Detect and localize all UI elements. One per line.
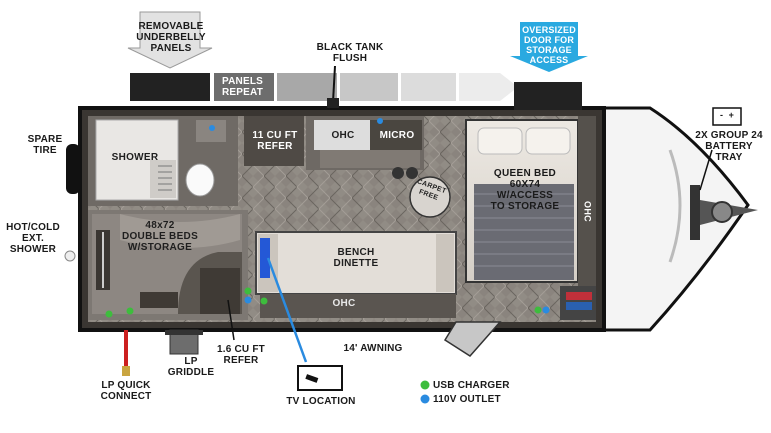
spare-tire-icon: [66, 144, 80, 194]
bench-dinette-label: BENCH DINETTE: [333, 247, 379, 269]
hot-cold-shower-label: HOT/COLD EXT. SHOWER: [6, 222, 60, 255]
carpet-free-badge: [409, 176, 451, 218]
legend-110v-label: 110V OUTLET: [433, 394, 501, 405]
micro-label: MICRO: [379, 130, 415, 141]
panels-repeat-label: PANELS REPEAT: [222, 76, 264, 98]
ohc-upper-label: OHC: [331, 130, 355, 141]
battery-tray-label: 2X GROUP 24 BATTERY TRAY: [695, 130, 763, 163]
dinette: [255, 231, 457, 318]
kitchen: [244, 116, 424, 179]
shower-label: SHOWER: [111, 152, 159, 163]
queen-bed-label: QUEEN BED 60X74 W/ACCESS TO STORAGE: [490, 168, 560, 212]
spare-tire-label: SPARE TIRE: [27, 134, 63, 156]
double-beds-label: 48x72 DOUBLE BEDS W/STORAGE: [121, 220, 199, 253]
lp-quick-connect-label: LP QUICK CONNECT: [100, 380, 152, 402]
refer-small-label: 1.6 CU FT REFER: [217, 344, 265, 366]
bathroom: [88, 116, 238, 206]
legend-usb-dot: [420, 380, 430, 390]
battery-icon: [712, 107, 742, 126]
ohc-lower-label: OHC: [332, 298, 356, 309]
ohc-side-label: OHC: [582, 201, 593, 222]
black-tank-label: BLACK TANK FLUSH: [316, 42, 384, 64]
refer-large-label: 11 CU FT REFER: [252, 130, 298, 152]
panels-repeat-bar: [130, 73, 518, 101]
rear-bunks: [88, 210, 248, 320]
tv-location-label: TV LOCATION: [286, 396, 356, 407]
outlet-markers: [105, 287, 550, 318]
entry-door: [443, 321, 502, 357]
ext-shower-icon: [64, 250, 76, 262]
battery-symbol: - +: [719, 110, 735, 120]
bedroom: [465, 82, 596, 320]
tv-icon: [297, 365, 343, 391]
awning-label: 14' AWNING: [343, 343, 403, 354]
legend-110v-dot: [420, 394, 430, 404]
front-cap: [600, 106, 758, 332]
lp-griddle-label: LP GRIDDLE: [167, 356, 215, 378]
oversized-door-label: OVERSIZED DOOR FOR STORAGE ACCESS: [522, 25, 576, 65]
removable-panels-label: REMOVABLE UNDERBELLY PANELS: [136, 21, 206, 54]
door-callout-arrow: [510, 22, 588, 72]
legend-usb-label: USB CHARGER: [433, 380, 510, 391]
removable-panels-arrow: [127, 11, 213, 69]
